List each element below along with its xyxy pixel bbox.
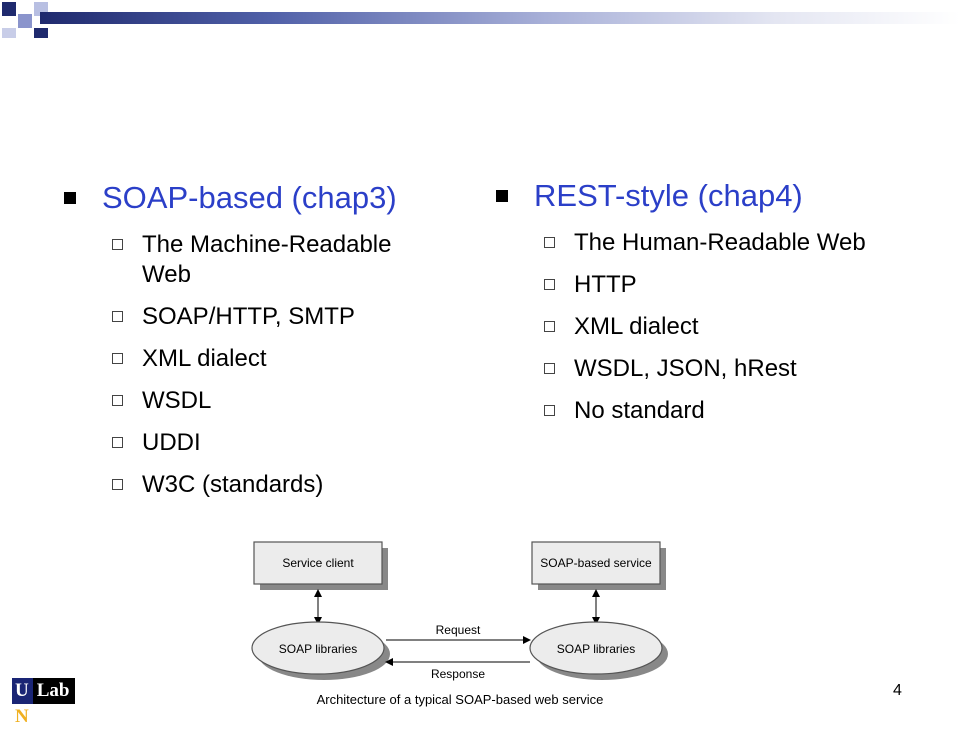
logo-lab: Lab bbox=[32, 678, 76, 704]
square-bullet-icon bbox=[64, 192, 76, 204]
hollow-square-bullet-icon bbox=[544, 321, 555, 332]
decor-square bbox=[2, 2, 16, 16]
left-ellipse bbox=[251, 621, 385, 675]
hollow-square-bullet-icon bbox=[112, 311, 123, 322]
right-heading-text: REST-style (chap4) bbox=[534, 178, 803, 213]
right-ellipse-label: SOAP libraries bbox=[557, 642, 635, 656]
left-heading-text: SOAP-based (chap3) bbox=[102, 180, 397, 215]
list-item: UDDI bbox=[60, 428, 460, 458]
hollow-square-bullet-icon bbox=[544, 237, 555, 248]
list-item: WSDL bbox=[60, 386, 460, 416]
square-bullet-icon bbox=[496, 190, 508, 202]
hollow-square-bullet-icon bbox=[544, 363, 555, 374]
service-box bbox=[531, 541, 661, 585]
diagram-caption: Architecture of a typical SOAP-based web… bbox=[316, 692, 604, 707]
list-item: The Human-Readable Web bbox=[492, 228, 904, 258]
decor-square bbox=[34, 28, 48, 38]
right-ellipse bbox=[529, 621, 663, 675]
header-decoration bbox=[0, 0, 960, 40]
hollow-square-bullet-icon bbox=[544, 405, 555, 416]
architecture-diagram-svg: Service client SOAP-based service SOAP l… bbox=[251, 541, 668, 681]
right-heading: REST-style (chap4) bbox=[492, 176, 922, 216]
list-item: SOAP/HTTP, SMTP bbox=[60, 302, 460, 332]
hollow-square-bullet-icon bbox=[112, 479, 123, 490]
hollow-square-bullet-icon bbox=[112, 239, 123, 250]
hollow-square-bullet-icon bbox=[112, 395, 123, 406]
list-item: XML dialect bbox=[492, 312, 922, 342]
header-gradient-bar bbox=[40, 12, 960, 24]
hollow-square-bullet-icon bbox=[112, 437, 123, 448]
client-box-label: Service client bbox=[282, 556, 354, 570]
left-heading: SOAP-based (chap3) bbox=[60, 178, 460, 218]
left-column: SOAP-based (chap3) The Machine-Readable … bbox=[60, 178, 460, 500]
list-item: WSDL, JSON, hRest bbox=[492, 354, 922, 384]
list-item: No standard bbox=[492, 396, 922, 426]
hollow-square-bullet-icon bbox=[112, 353, 123, 364]
left-ellipse-label: SOAP libraries bbox=[279, 642, 357, 656]
response-label: Response bbox=[431, 667, 485, 681]
page-number: 4 bbox=[893, 682, 902, 699]
service-box-label: SOAP-based service bbox=[540, 556, 652, 570]
right-list: The Human-Readable Web HTTP XML dialect … bbox=[492, 228, 922, 426]
hollow-square-bullet-icon bbox=[544, 279, 555, 290]
decor-square bbox=[18, 14, 32, 28]
right-column: REST-style (chap4) The Human-Readable We… bbox=[492, 176, 922, 426]
client-box bbox=[253, 541, 383, 585]
left-list: The Machine-Readable Web SOAP/HTTP, SMTP… bbox=[60, 230, 460, 500]
architecture-diagram: Service client SOAP-based service SOAP l… bbox=[240, 538, 710, 688]
decor-square bbox=[2, 28, 16, 38]
list-item: HTTP bbox=[492, 270, 922, 300]
list-item: The Machine-Readable Web bbox=[60, 230, 422, 290]
request-label: Request bbox=[436, 623, 481, 637]
list-item: XML dialect bbox=[60, 344, 460, 374]
list-item: W3C (standards) bbox=[60, 470, 460, 500]
